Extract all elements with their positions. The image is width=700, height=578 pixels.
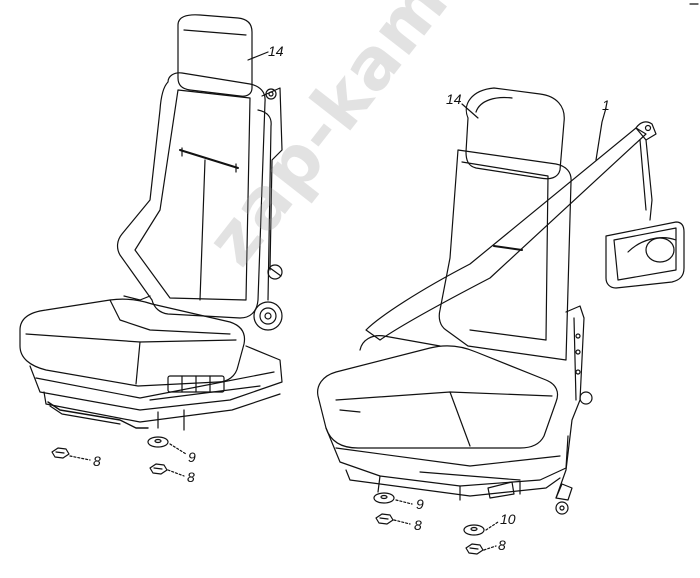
left-seat	[20, 15, 282, 430]
washer-right-9	[374, 493, 394, 503]
right-seat	[318, 88, 684, 514]
callout-14-right: 14	[446, 91, 462, 107]
right-headrest	[466, 88, 564, 179]
callout-9-left: 9	[188, 449, 196, 465]
callout-10: 10	[500, 511, 516, 527]
right-hardware	[374, 493, 484, 554]
nut-left-1	[52, 448, 69, 458]
callout-14-left: 14	[268, 43, 284, 59]
callout-9-right: 9	[416, 496, 424, 512]
right-seat-base	[326, 428, 568, 486]
nut-right-2	[466, 544, 483, 554]
washer-right-10	[464, 525, 484, 535]
left-seat-base	[30, 346, 282, 410]
left-recline-knob	[268, 265, 282, 279]
right-backrest	[439, 150, 571, 360]
callout-8-right-2: 8	[498, 537, 506, 553]
right-belt-retractor	[606, 222, 684, 288]
washer-left	[148, 437, 168, 447]
callout-1: 1	[602, 97, 610, 113]
callout-8-right-1: 8	[414, 517, 422, 533]
callout-8-far-left: 8	[93, 453, 101, 469]
callout-8-left: 8	[187, 469, 195, 485]
nut-left-2	[150, 464, 167, 474]
right-seatbelt	[366, 128, 646, 340]
left-seat-cushion	[20, 299, 244, 386]
right-belt-buckle-stalk	[556, 484, 572, 500]
left-hardware	[52, 437, 168, 474]
right-seat-cushion	[318, 346, 558, 448]
left-headrest	[178, 15, 252, 96]
nut-right-1	[376, 514, 393, 524]
left-backrest	[118, 73, 266, 318]
